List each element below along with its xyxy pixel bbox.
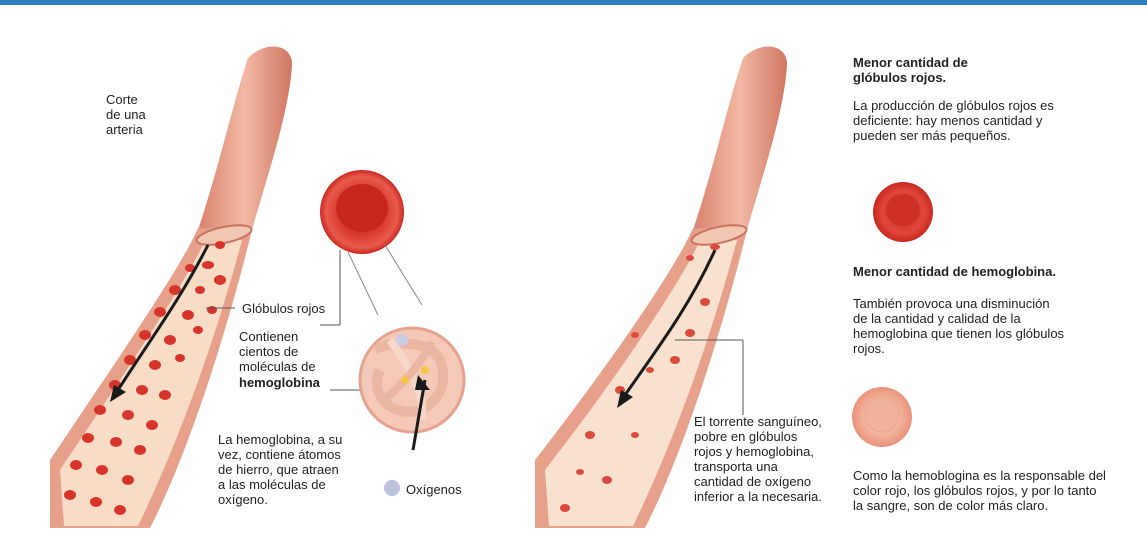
artery-label: Corte de una arteria (106, 92, 146, 137)
top-accent-bar (0, 0, 1147, 5)
bloodstream-text: El torrente sanguíneo, pobre en glóbulos… (694, 414, 822, 504)
oxygen-icon (384, 480, 400, 496)
left-panel-normal-blood: Corte de una arteria Glóbulos rojos Cont… (30, 40, 518, 528)
right-panel-anemia: Menor cantidad de glóbulos rojos. La pro… (525, 40, 1147, 528)
hemoglobin-word: hemoglobina (239, 375, 320, 390)
iron-text: La hemoglobina, a su vez, contiene átomo… (218, 432, 342, 507)
oxygen-label: Oxígenos (406, 482, 462, 497)
heading-fewer-cells: Menor cantidad de glóbulos rojos. (853, 55, 968, 85)
hemoglobin-molecule (360, 328, 464, 450)
heading-less-hemoglobin: Menor cantidad de hemoglobina. (853, 264, 1056, 279)
contains-text: Contienen cientos de moléculas de (239, 329, 316, 374)
pale-color-text: Como la hemoblogina es la responsable de… (853, 468, 1106, 513)
red-cells-label: Glóbulos rojos (242, 301, 325, 316)
text-fewer-cells: La producción de glóbulos rojos es defic… (853, 98, 1054, 143)
artery-wall (198, 47, 292, 230)
artery-wall (693, 47, 787, 230)
text-less-hemoglobin: También provoca una disminución de la ca… (853, 296, 1064, 356)
